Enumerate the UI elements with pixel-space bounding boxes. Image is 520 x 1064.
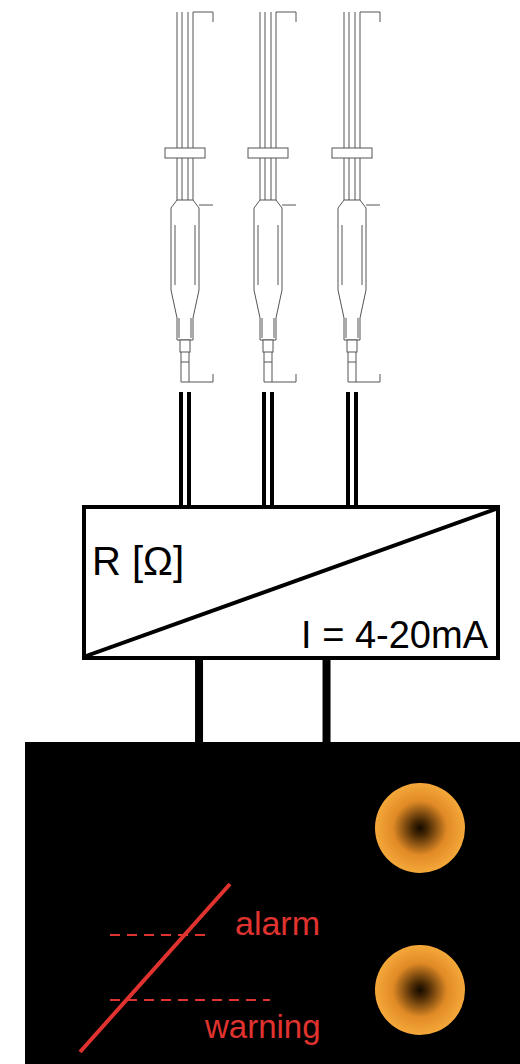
indicator-lamp (375, 783, 465, 873)
indicator-lamp (375, 945, 465, 1035)
signal-wire-pair (199, 660, 326, 742)
sensor-probe (332, 12, 380, 382)
sensor-wire (348, 392, 356, 510)
sensor-wire (264, 392, 272, 510)
input-label: R [Ω] (92, 541, 184, 581)
converter-box: R [Ω] I = 4-20mA (82, 505, 500, 660)
alarm-level-label: alarm (235, 906, 320, 940)
controller-box: alarm warning (25, 742, 520, 1064)
sensor-wire (181, 392, 189, 510)
output-label: I = 4-20mA (301, 616, 488, 654)
sensor-probe (248, 12, 296, 382)
sensor-probe (165, 12, 213, 382)
alarm-threshold (110, 934, 205, 936)
warning-threshold (110, 999, 270, 1001)
warning-level-label: warning (205, 1010, 321, 1043)
